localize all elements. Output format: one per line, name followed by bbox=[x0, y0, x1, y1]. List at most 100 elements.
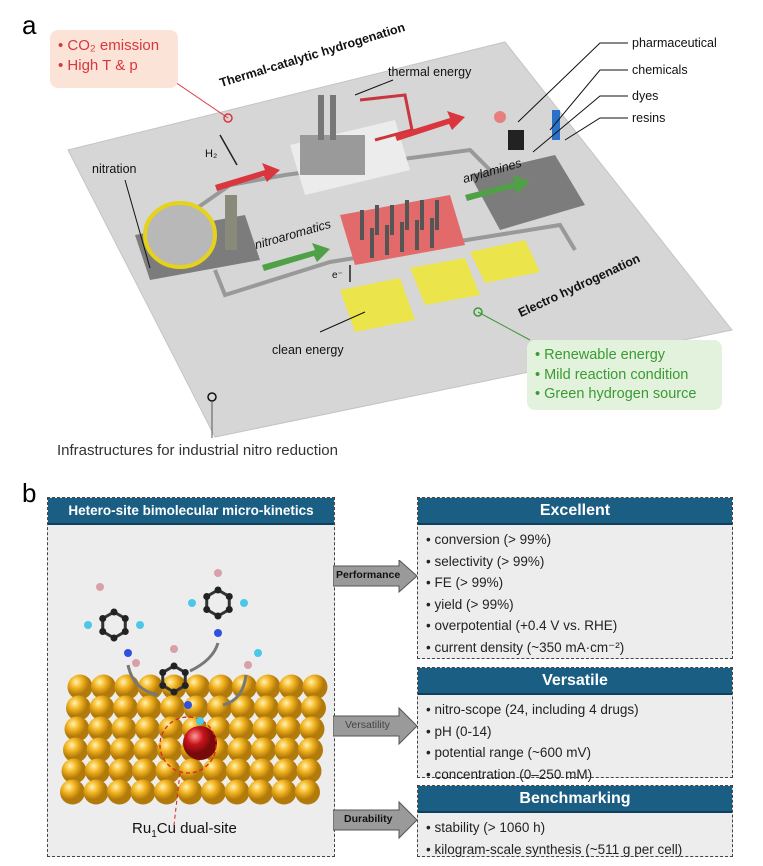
aniline-molecule bbox=[205, 588, 231, 618]
electron-label: e⁻ bbox=[332, 270, 343, 281]
carbon-atom bbox=[181, 682, 189, 689]
performance-label: Performance bbox=[336, 569, 401, 581]
callout-item: • Mild reaction condition bbox=[535, 366, 689, 383]
list-item: nitro-scope (24, including 4 drugs) bbox=[426, 699, 724, 721]
cu-atom bbox=[154, 779, 179, 805]
versatile-box: Versatile nitro-scope (24, including 4 d… bbox=[417, 667, 733, 782]
atom bbox=[196, 717, 204, 725]
lower-pipe bbox=[213, 222, 577, 298]
carbon-atom bbox=[121, 628, 129, 635]
cu-atom bbox=[208, 674, 234, 700]
cu-atom bbox=[160, 695, 185, 721]
product-tank bbox=[508, 130, 524, 150]
water-arrow bbox=[222, 674, 248, 707]
cu-atom bbox=[179, 758, 204, 784]
micro-kinetics-box: Hetero-site bimolecular micro-kinetics R… bbox=[47, 497, 335, 857]
product-pharmaceutical: pharmaceutical bbox=[632, 36, 717, 50]
cu-atom bbox=[89, 695, 115, 721]
cu-atom bbox=[64, 716, 90, 742]
carbon-atom bbox=[214, 586, 222, 594]
cu-atom bbox=[111, 716, 137, 742]
atom bbox=[188, 599, 196, 607]
dual-site-circle bbox=[159, 716, 217, 774]
wind-pad bbox=[340, 278, 415, 332]
list-item: FE (> 99%) bbox=[426, 572, 724, 594]
callout-item: • CO₂ emission bbox=[58, 37, 160, 54]
product-resins: resins bbox=[632, 111, 666, 125]
atom bbox=[96, 583, 104, 591]
carbon-atom bbox=[159, 669, 167, 676]
h2-arrow bbox=[219, 134, 238, 166]
list-item: pH (0-14) bbox=[426, 721, 724, 743]
benchmarking-list: stability (> 1060 h) kilogram-scale synt… bbox=[418, 813, 732, 864]
site-label-ru: Ru bbox=[132, 820, 152, 837]
pharmaceutical-line bbox=[517, 42, 628, 123]
green-marker-icon bbox=[473, 307, 483, 317]
cu-atom bbox=[296, 758, 322, 784]
site-label-sub: 1 bbox=[151, 829, 157, 840]
durability-arrow bbox=[333, 800, 418, 840]
atom bbox=[214, 569, 222, 577]
atom bbox=[124, 649, 132, 657]
cu-atom bbox=[161, 674, 187, 700]
clean-energy-label: clean energy bbox=[272, 343, 344, 357]
atom bbox=[132, 659, 140, 667]
versatile-list: nitro-scope (24, including 4 drugs) pH (… bbox=[418, 695, 732, 789]
carbon-atom bbox=[121, 615, 129, 622]
callout-item: • Renewable energy bbox=[535, 347, 666, 363]
cu-atom bbox=[185, 674, 210, 700]
list-item: selectivity (> 99%) bbox=[426, 551, 724, 573]
list-item: stability (> 1060 h) bbox=[426, 817, 724, 839]
cu-atom bbox=[274, 737, 300, 763]
dual-site-pointer bbox=[173, 772, 181, 826]
red-arrow-2 bbox=[395, 111, 465, 141]
cu-atom bbox=[110, 737, 135, 763]
carbon-atom bbox=[110, 634, 118, 642]
h2-label: H₂ bbox=[205, 148, 218, 160]
cu-atom bbox=[107, 779, 132, 805]
micro-kinetics-title: Hetero-site bimolecular micro-kinetics bbox=[48, 498, 334, 525]
cu-atom bbox=[227, 737, 253, 763]
panel-b-label: b bbox=[22, 478, 37, 508]
carbon-atom bbox=[170, 688, 178, 696]
carbon-atom bbox=[214, 612, 222, 620]
nitration-tower bbox=[225, 195, 237, 250]
list-item: kilogram-scale synthesis (~511 g per cel… bbox=[426, 839, 724, 861]
thermal-plant bbox=[300, 135, 365, 175]
drawbacks-callout: • CO₂ emission • High T & p bbox=[50, 30, 178, 88]
cu-atom bbox=[301, 695, 326, 721]
cu-atom bbox=[271, 779, 297, 805]
cu-atom bbox=[252, 716, 278, 742]
callout-item: • Green hydrogen source bbox=[535, 386, 697, 402]
red-marker-icon bbox=[223, 113, 233, 123]
thermal-loop bbox=[359, 93, 414, 142]
advantages-callout: • Renewable energy • Mild reaction condi… bbox=[527, 340, 722, 410]
hydro-pad bbox=[470, 240, 540, 283]
catalyst-illustration bbox=[60, 569, 328, 826]
thermal-energy-line bbox=[354, 79, 394, 96]
atom bbox=[184, 701, 192, 709]
cu-atom bbox=[230, 695, 256, 721]
site-label-rest: Cu dual-site bbox=[156, 820, 237, 837]
product-dyes: dyes bbox=[632, 89, 659, 103]
cu-atom bbox=[277, 695, 303, 721]
cu-atom bbox=[248, 779, 273, 805]
excellent-box: Excellent conversion (> 99%) selectivity… bbox=[417, 497, 733, 659]
arrows bbox=[333, 560, 418, 840]
panel-a-label: a bbox=[22, 10, 37, 40]
cu-atom bbox=[299, 716, 325, 742]
cu-atom bbox=[113, 695, 138, 721]
cu-atom bbox=[298, 737, 323, 763]
excellent-list: conversion (> 99%) selectivity (> 99%) F… bbox=[418, 525, 732, 662]
cu-atom bbox=[157, 737, 182, 763]
atom bbox=[214, 629, 222, 637]
performance-arrow bbox=[333, 560, 418, 594]
desorption-arrow bbox=[189, 642, 220, 673]
cu-atom bbox=[136, 695, 162, 721]
cu-atom bbox=[155, 758, 181, 784]
carbon-atom bbox=[99, 615, 107, 622]
durability-label: Durability bbox=[344, 813, 393, 825]
carbon-atom bbox=[170, 662, 178, 670]
benchmarking-title: Benchmarking bbox=[418, 786, 732, 813]
